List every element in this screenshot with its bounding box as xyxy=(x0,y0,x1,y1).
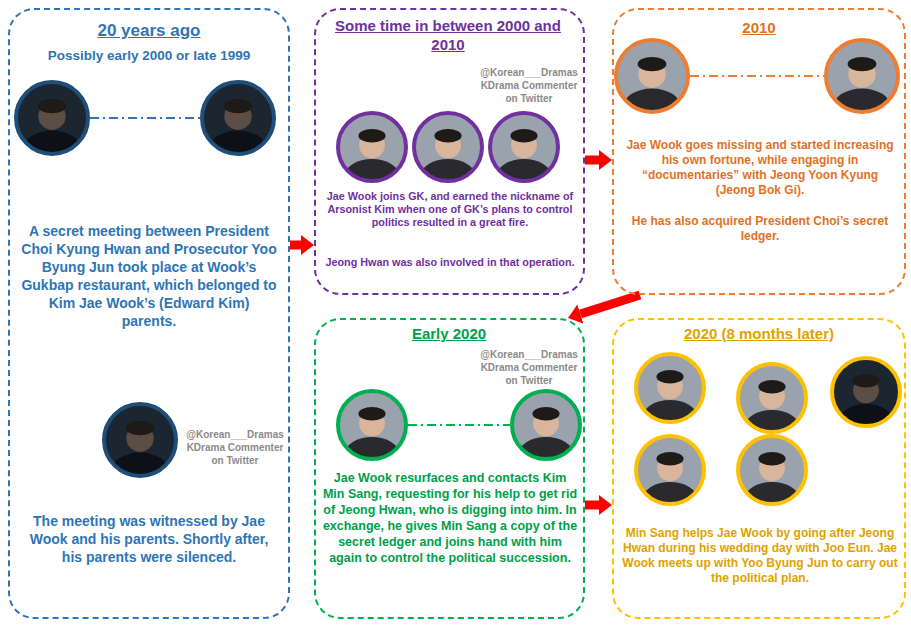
box-text: Possibly early 2000 or late 1999 xyxy=(20,47,278,64)
portrait-circle xyxy=(832,358,900,438)
portrait-circle xyxy=(202,82,274,167)
watermark: @Korean___Dramas KDrama Commenter on Twi… xyxy=(474,66,584,105)
box-text: He has also acquired President Choi’s se… xyxy=(622,214,898,244)
watermark: @Korean___Dramas KDrama Commenter on Twi… xyxy=(180,428,290,467)
watermark: @Korean___Dramas KDrama Commenter on Twi… xyxy=(474,348,584,387)
box-heading: 2020 (8 months later) xyxy=(660,324,858,343)
timeline-box: Some time in between 2000 and 2010Jae Wo… xyxy=(314,8,585,295)
box-heading: 20 years ago xyxy=(20,20,278,41)
box-heading: 2010 xyxy=(700,18,818,37)
portrait-circle xyxy=(490,113,558,193)
portrait-circle xyxy=(738,436,806,516)
box-text: A secret meeting between President Choi … xyxy=(20,222,278,330)
box-text: Min Sang helps Jae Wook by going after J… xyxy=(622,526,898,586)
box-text: The meeting was witnessed by Jae Wook an… xyxy=(20,512,278,566)
box-text: Jeong Hwan was also involved in that ope… xyxy=(322,256,578,269)
portrait-circle xyxy=(512,391,580,471)
dash-dot-link xyxy=(408,424,510,426)
red-arrow xyxy=(290,241,301,250)
portrait-circle xyxy=(338,391,406,471)
timeline-box: 2020 (8 months later) Min Sang helps Jae … xyxy=(612,318,906,619)
box-text: Jae Wook joins GK, and earned the nickna… xyxy=(322,190,578,229)
box-text: Jae Wook resurfaces and contacts Kim Min… xyxy=(322,470,578,566)
red-arrow xyxy=(580,295,640,314)
portrait-circle xyxy=(636,436,704,516)
box-text: Jae Wook goes missing and started increa… xyxy=(622,138,898,198)
red-arrow xyxy=(585,501,599,510)
portrait-circle xyxy=(104,404,176,489)
portrait-circle xyxy=(636,354,704,434)
timeline-box: 20 years agoPossibly early 2000 or late … xyxy=(8,8,290,619)
box-heading: Some time in between 2000 and 2010 xyxy=(333,16,563,54)
portrait-circle xyxy=(414,113,482,193)
portrait-circle xyxy=(826,40,898,125)
portrait-circle xyxy=(616,40,688,125)
red-arrow xyxy=(585,156,599,165)
portrait-circle xyxy=(338,113,406,193)
timeline-box: 2010Jae Wook goes missing and started in… xyxy=(612,8,906,295)
portrait-circle xyxy=(16,82,88,167)
portrait-circle xyxy=(738,364,806,444)
dash-dot-link xyxy=(690,75,824,77)
box-heading: Early 2020 xyxy=(384,324,514,343)
dash-dot-link xyxy=(90,117,200,119)
